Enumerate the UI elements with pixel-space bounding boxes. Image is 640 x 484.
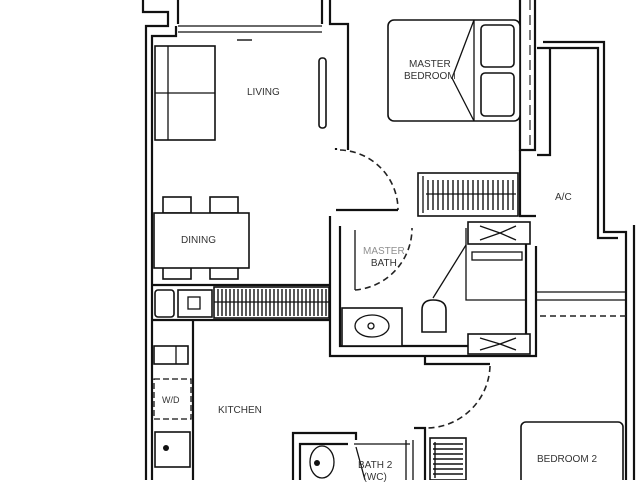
room-label-master-bath: MASTER BATH bbox=[363, 246, 405, 270]
room-label-master-bedroom-line2: BEDROOM bbox=[404, 71, 456, 82]
room-label-bath2: BATH 2 (WC) bbox=[358, 460, 392, 484]
ledge bbox=[537, 291, 626, 301]
room-label-bath2-line1: BATH 2 bbox=[358, 460, 393, 471]
room-label-dining: DINING bbox=[181, 235, 216, 246]
room-label-master-bath-line2: BATH bbox=[370, 258, 397, 269]
bedroom2-door bbox=[414, 356, 491, 480]
tv-unit bbox=[318, 57, 327, 129]
room-label-washer-dryer: W/D bbox=[162, 395, 180, 405]
room-label-master-bath-line1: MASTER bbox=[363, 246, 405, 257]
room-label-bath2-line2: (WC) bbox=[363, 472, 387, 483]
room-label-ac: A/C bbox=[555, 192, 572, 203]
master-bed bbox=[387, 19, 521, 122]
kitchen-counter bbox=[152, 283, 330, 322]
room-label-living: LIVING bbox=[247, 87, 280, 98]
kitchen-fixtures bbox=[153, 320, 195, 480]
bedroom2-bed bbox=[520, 421, 624, 480]
exterior-walls bbox=[141, 0, 636, 480]
room-label-kitchen: KITCHEN bbox=[218, 405, 262, 416]
dining-table bbox=[153, 196, 250, 280]
room-label-master-bedroom: MASTER BEDROOM bbox=[404, 59, 456, 83]
room-label-master-bedroom-line1: MASTER bbox=[409, 59, 451, 70]
room-label-bedroom2: BEDROOM 2 bbox=[537, 454, 598, 465]
master-bath-fixtures bbox=[341, 221, 531, 355]
sofa bbox=[154, 45, 216, 141]
